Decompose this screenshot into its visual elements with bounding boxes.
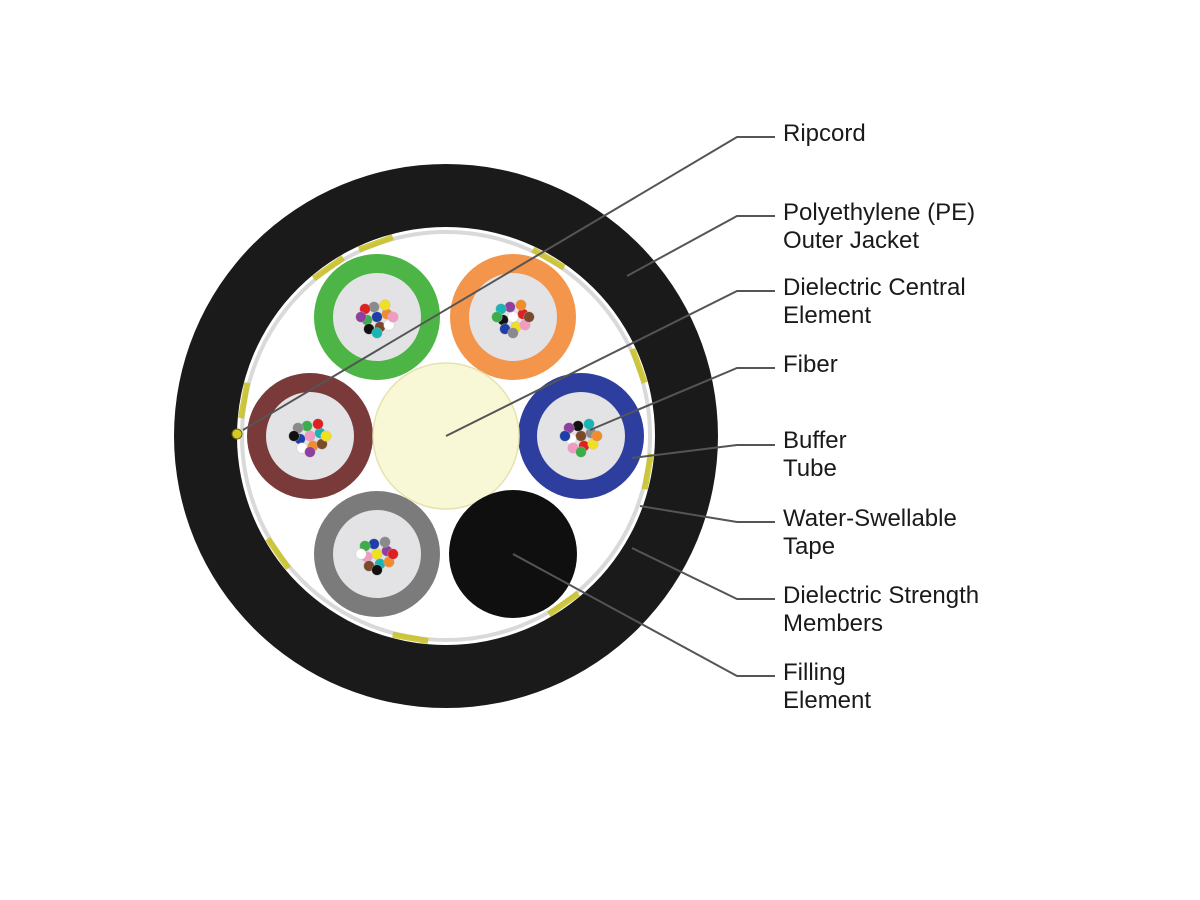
leader-line [589,367,775,431]
leader-lines [242,136,775,677]
label-fiber: Fiber [783,351,838,379]
fiber-strand [368,301,380,313]
label-line: Element [783,302,872,329]
ripcord [231,428,243,440]
fiber-strand [355,311,367,323]
leader-line [631,444,775,459]
strength-member-yarn [547,591,581,617]
fiber-strand [371,311,383,323]
fiber-strand [379,536,391,548]
leader-line [639,505,775,523]
strength-member-yarn [531,246,566,271]
fiber-strand [368,538,380,550]
fiber-strand [575,430,587,442]
dielectric-strength-members [238,234,654,644]
label-dielectric-strength-members: Dielectric Strength Members [783,582,979,638]
label-line: Tape [783,533,836,560]
strength-member-yarn [311,255,345,281]
buffer-tubes [247,254,644,617]
strength-member-yarn [238,382,251,419]
label-line: Buffer [783,427,847,454]
leader-line [512,553,775,677]
fiber-strand [504,301,516,313]
buffer-tube-gray [314,491,440,617]
fiber-strand [387,548,399,560]
fiber-strand [379,299,391,311]
label-dielectric-central-element: Dielectric Central Element [783,274,966,330]
fiber-strand [583,418,595,430]
strength-member-yarn [629,347,648,384]
label-line: Element [783,687,872,714]
fiber-strand [301,420,313,432]
fiber-strand [371,548,383,560]
fiber-strand [491,311,503,323]
fiber-strand [507,311,519,323]
leader-line [626,215,775,277]
fiber-strand [355,548,367,560]
label-line: Ripcord [783,120,866,147]
buffer-tube-blue [518,373,644,499]
fiber-strand [515,299,527,311]
fiber-strand [591,430,603,442]
buffer-tube-green [314,254,440,380]
label-line: Members [783,610,884,637]
fiber-strand [507,327,519,339]
buffer-tube-brown [247,373,373,499]
label-line: Polyethylene (PE) [783,199,976,226]
label-line: Outer Jacket [783,227,920,254]
strength-member-yarn [641,453,654,490]
label-water-swellable-tape: Water-Swellable Tape [783,505,957,561]
fiber-strand [304,430,316,442]
fiber-strand [523,311,535,323]
buffer-tube-orange [450,254,576,380]
leader-line [445,290,775,437]
leader-line [631,547,775,600]
fiber-strand [312,418,324,430]
label-buffer-tube: Buffer Tube [783,427,847,483]
fiber-strand [572,420,584,432]
label-line: Dielectric Strength [783,582,980,609]
label-line: Filling [783,659,846,686]
label-line: Water-Swellable [783,505,957,532]
fiber-strand [387,311,399,323]
label-line: Tube [783,455,837,482]
fiber-strand [304,446,316,458]
fiber-strand [371,564,383,576]
fiber-strand [559,430,571,442]
fiber-strand [320,430,332,442]
strength-member-yarn [265,537,291,571]
label-line: Dielectric Central [783,274,966,301]
strength-member-yarn [357,234,394,253]
fiber-strand [371,327,383,339]
label-line: Fiber [783,351,838,378]
fiber-strand [288,430,300,442]
label-ripcord: Ripcord [783,120,866,148]
label-filling-element: Filling Element [783,659,871,715]
fiber-strand [575,446,587,458]
leader-line [242,136,775,431]
strength-member-yarn [392,631,429,644]
label-pe-outer-jacket: Polyethylene (PE) Outer Jacket [783,199,975,255]
